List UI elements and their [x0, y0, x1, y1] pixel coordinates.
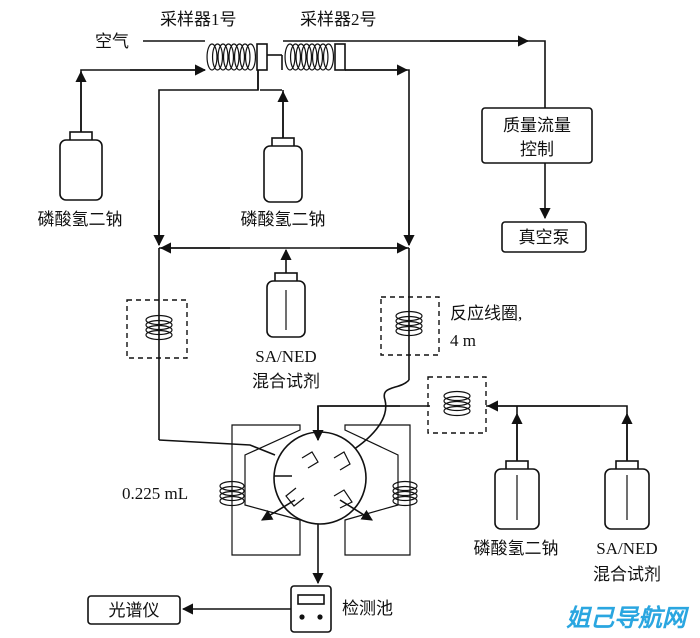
right-mix-coil	[443, 390, 471, 417]
reaction-coil-label-1: 反应线圈,	[450, 304, 522, 323]
valve-left-housing	[231, 424, 301, 556]
coil-turn	[219, 480, 245, 492]
left-reaction-coil	[145, 314, 173, 341]
right-coil-dashed-box	[380, 296, 440, 356]
center-reagent-bottle	[263, 137, 303, 203]
coil-turn	[219, 490, 245, 502]
coil-turn	[395, 325, 423, 337]
coil-turn	[211, 43, 224, 71]
coil-turn	[300, 43, 313, 71]
coil-turn	[219, 495, 245, 507]
coil-turn	[443, 395, 471, 407]
valve-channel-3	[285, 487, 305, 507]
coil-turn	[295, 43, 307, 71]
sampler2	[284, 43, 346, 71]
mass-flow-label-1: 质量流量	[503, 116, 571, 135]
coil-turn	[306, 43, 318, 71]
sampler2-end-cap	[334, 43, 346, 71]
coil-turn	[244, 43, 257, 71]
center-bottle-body	[263, 145, 303, 203]
coil-turn	[322, 43, 335, 71]
valve-channel-1	[301, 451, 319, 469]
right-reagent1-label: 磷酸氢二钠	[474, 539, 559, 558]
coil-turn	[228, 43, 240, 71]
loop-volume-label: 0.225 mL	[122, 484, 188, 503]
coil-turn	[317, 43, 329, 71]
sample-loop-left-coil	[219, 480, 245, 507]
coil-turn	[395, 320, 423, 332]
vacuum-pump-box	[501, 221, 587, 253]
coil-turn	[217, 43, 229, 71]
coil-turn	[289, 43, 302, 71]
coil-turn	[392, 480, 418, 492]
sampler2-outlet-line	[345, 69, 410, 245]
right-reaction-coil	[395, 310, 423, 337]
coil-turn	[311, 43, 324, 71]
sampler1	[206, 43, 268, 71]
detector-box	[290, 585, 332, 633]
coil-turn	[233, 43, 246, 71]
detector-display	[297, 594, 325, 605]
right-mix-coil-dashed-box	[427, 376, 487, 434]
coil-turn	[145, 319, 173, 331]
coil-turn	[392, 490, 418, 502]
coil-turn	[395, 315, 423, 327]
detector-knob-right	[317, 614, 323, 620]
air-outlet-line	[283, 40, 546, 108]
right-reagent2-label-1: SA/NED	[596, 539, 657, 558]
coil-turn	[395, 310, 423, 322]
coil-turn	[443, 390, 471, 402]
coil-turn	[145, 329, 173, 341]
coil-turn	[392, 495, 418, 507]
detector-knob-left	[299, 614, 305, 620]
spectrometer-box	[87, 595, 181, 625]
right-reagent-top-line	[486, 405, 628, 460]
coil-turn	[145, 314, 173, 326]
air-label: 空气	[95, 32, 129, 51]
sampler2-coil	[284, 43, 335, 71]
coil-turn	[222, 43, 235, 71]
coil-turn	[392, 485, 418, 497]
mass-flow-control-box	[481, 107, 593, 164]
center-reagent-label: 磷酸氢二钠	[241, 210, 326, 229]
vacuum-pump-label: 真空泵	[519, 228, 570, 247]
coil-turn	[219, 485, 245, 497]
coil-turn	[443, 400, 471, 412]
sampler1-label: 采样器1号	[160, 10, 237, 29]
spectrometer-label: 光谱仪	[109, 601, 160, 620]
left-coil-dashed-box	[126, 299, 188, 359]
sample-loop-right-coil	[392, 480, 418, 507]
sampler2-label: 采样器2号	[300, 10, 377, 29]
left-reagent-label: 磷酸氢二钠	[38, 210, 123, 229]
sa-ned-center-label-2: 混合试剂	[252, 372, 320, 391]
sa-ned-center-label-1: SA/NED	[255, 347, 316, 366]
injection-valve	[273, 431, 367, 525]
left-bottle-body	[59, 139, 103, 201]
valve-out-right-arrow	[339, 499, 373, 521]
coil-turn	[145, 324, 173, 336]
watermark-text: 姐己导航网	[566, 604, 690, 632]
coil-turn	[284, 43, 296, 71]
coil-turn	[239, 43, 251, 71]
sampler1-end-cap	[256, 43, 268, 71]
sampler1-coil	[206, 43, 257, 71]
reaction-coil-label-2: 4 m	[450, 331, 476, 350]
coil-turn	[206, 43, 218, 71]
valve-out-left-arrow	[261, 499, 296, 521]
detector-cell	[290, 585, 332, 633]
detector-label: 检测池	[342, 599, 393, 618]
left-reagent-bottle	[59, 131, 103, 201]
mass-flow-label-2: 控制	[520, 140, 554, 159]
left-to-valve-line	[158, 439, 276, 456]
valve-channel-2	[333, 451, 351, 471]
right-coil-to-valve-line	[344, 379, 410, 456]
coil-turn	[443, 405, 471, 417]
right-reagent2-label-2: 混合试剂	[593, 565, 661, 584]
valve-channel-4	[333, 489, 353, 509]
